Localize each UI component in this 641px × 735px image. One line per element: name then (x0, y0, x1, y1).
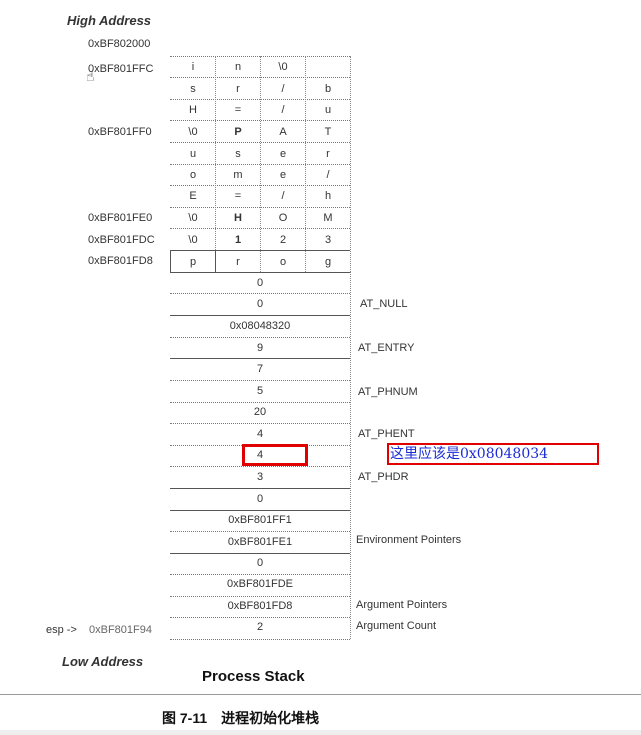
stack-value: 4 (256, 428, 264, 440)
string-cell: \0 (188, 212, 198, 224)
stack-value: 7 (256, 363, 264, 375)
stack-value: 5 (256, 385, 264, 397)
address-0xBF801FFC: 0xBF801FFC (88, 63, 154, 75)
highlight-box (242, 444, 308, 466)
label-at-phent: AT_PHENT (358, 428, 415, 440)
stack-value: 2 (256, 621, 264, 633)
address-0xBF801FDC: 0xBF801FDC (88, 234, 155, 246)
string-cell: b (324, 83, 332, 95)
label-at-entry: AT_ENTRY (358, 342, 415, 354)
stack-value: 3 (256, 471, 264, 483)
string-cell: i (191, 61, 195, 73)
stack-value: 0x08048320 (229, 320, 291, 332)
string-cell: = (234, 190, 242, 202)
string-cell: T (324, 126, 332, 138)
stack-value: 0xBF801FE1 (227, 536, 293, 548)
string-cell: u (189, 148, 197, 160)
address-0xBF801FF0: 0xBF801FF0 (88, 126, 152, 138)
string-cell: n (234, 61, 242, 73)
diagram-title: Process Stack (202, 668, 305, 685)
string-cell: r (236, 256, 240, 268)
annotation-note: 这里应该是0x08048034 (387, 443, 599, 465)
bottom-bar (0, 730, 641, 735)
string-cell: = (234, 104, 242, 116)
figure-caption: 图 7-11 进程初始化堆栈 (162, 710, 320, 726)
string-cell: e (279, 169, 287, 181)
label-at-phnum: AT_PHNUM (358, 386, 418, 398)
label-environment-pointers: Environment Pointers (356, 534, 462, 546)
string-cell: \0 (278, 61, 288, 73)
address-0xBF801FD8: 0xBF801FD8 (88, 255, 153, 267)
string-cell: \0 (188, 234, 198, 246)
string-cell: m (233, 169, 243, 181)
string-cell: / (281, 104, 285, 116)
low-address-label: Low Address (62, 654, 144, 669)
string-cell: / (281, 83, 285, 95)
string-cell: H (189, 104, 197, 116)
string-cell: E (189, 190, 197, 202)
string-cell: g (324, 256, 332, 268)
string-cell: s (190, 83, 196, 95)
string-cell: / (281, 190, 285, 202)
string-cell: e (279, 148, 287, 160)
string-cell: r (236, 83, 240, 95)
stack-value: 0xBF801FDE (226, 578, 294, 590)
address-0xBF801FE0: 0xBF801FE0 (88, 212, 153, 224)
stack-value: 0 (256, 557, 264, 569)
string-cell: H (234, 212, 242, 224)
esp-pointer-label: esp -> (46, 624, 77, 636)
string-cell: r (326, 148, 330, 160)
string-cell: o (279, 256, 287, 268)
stack-value: 9 (256, 342, 264, 354)
label-at-null: AT_NULL (360, 298, 408, 310)
stack-value: 0 (256, 298, 264, 310)
string-cell: o (189, 169, 197, 181)
label-argument-count: Argument Count (356, 620, 437, 632)
high-address-label: High Address (67, 13, 152, 28)
stack-value: 0 (256, 277, 264, 289)
address-0xBF802000: 0xBF802000 (88, 38, 151, 50)
string-cell: M (323, 212, 333, 224)
string-cell: h (324, 190, 332, 202)
stack-value: 0 (256, 493, 264, 505)
string-cell: \0 (188, 126, 198, 138)
string-cell: 1 (234, 234, 242, 246)
string-cell: A (279, 126, 287, 138)
stack-value: 4 (256, 449, 264, 461)
string-cell: / (326, 169, 330, 181)
string-cell: O (278, 212, 288, 224)
string-cell: 3 (324, 234, 332, 246)
address-0xBF801F94: 0xBF801F94 (89, 624, 152, 636)
string-cell: p (189, 256, 197, 268)
stack-value: 20 (253, 406, 267, 418)
stack-value: 0xBF801FD8 (227, 600, 293, 612)
string-cell: 2 (279, 234, 287, 246)
string-cell: P (234, 126, 242, 138)
label-at-phdr: AT_PHDR (358, 471, 409, 483)
string-cell: u (324, 104, 332, 116)
stack-value: 0xBF801FF1 (228, 514, 292, 526)
label-argument-pointers: Argument Pointers (356, 599, 448, 611)
string-cell: s (235, 148, 241, 160)
hand-cursor-icon: ☝ (86, 68, 95, 84)
